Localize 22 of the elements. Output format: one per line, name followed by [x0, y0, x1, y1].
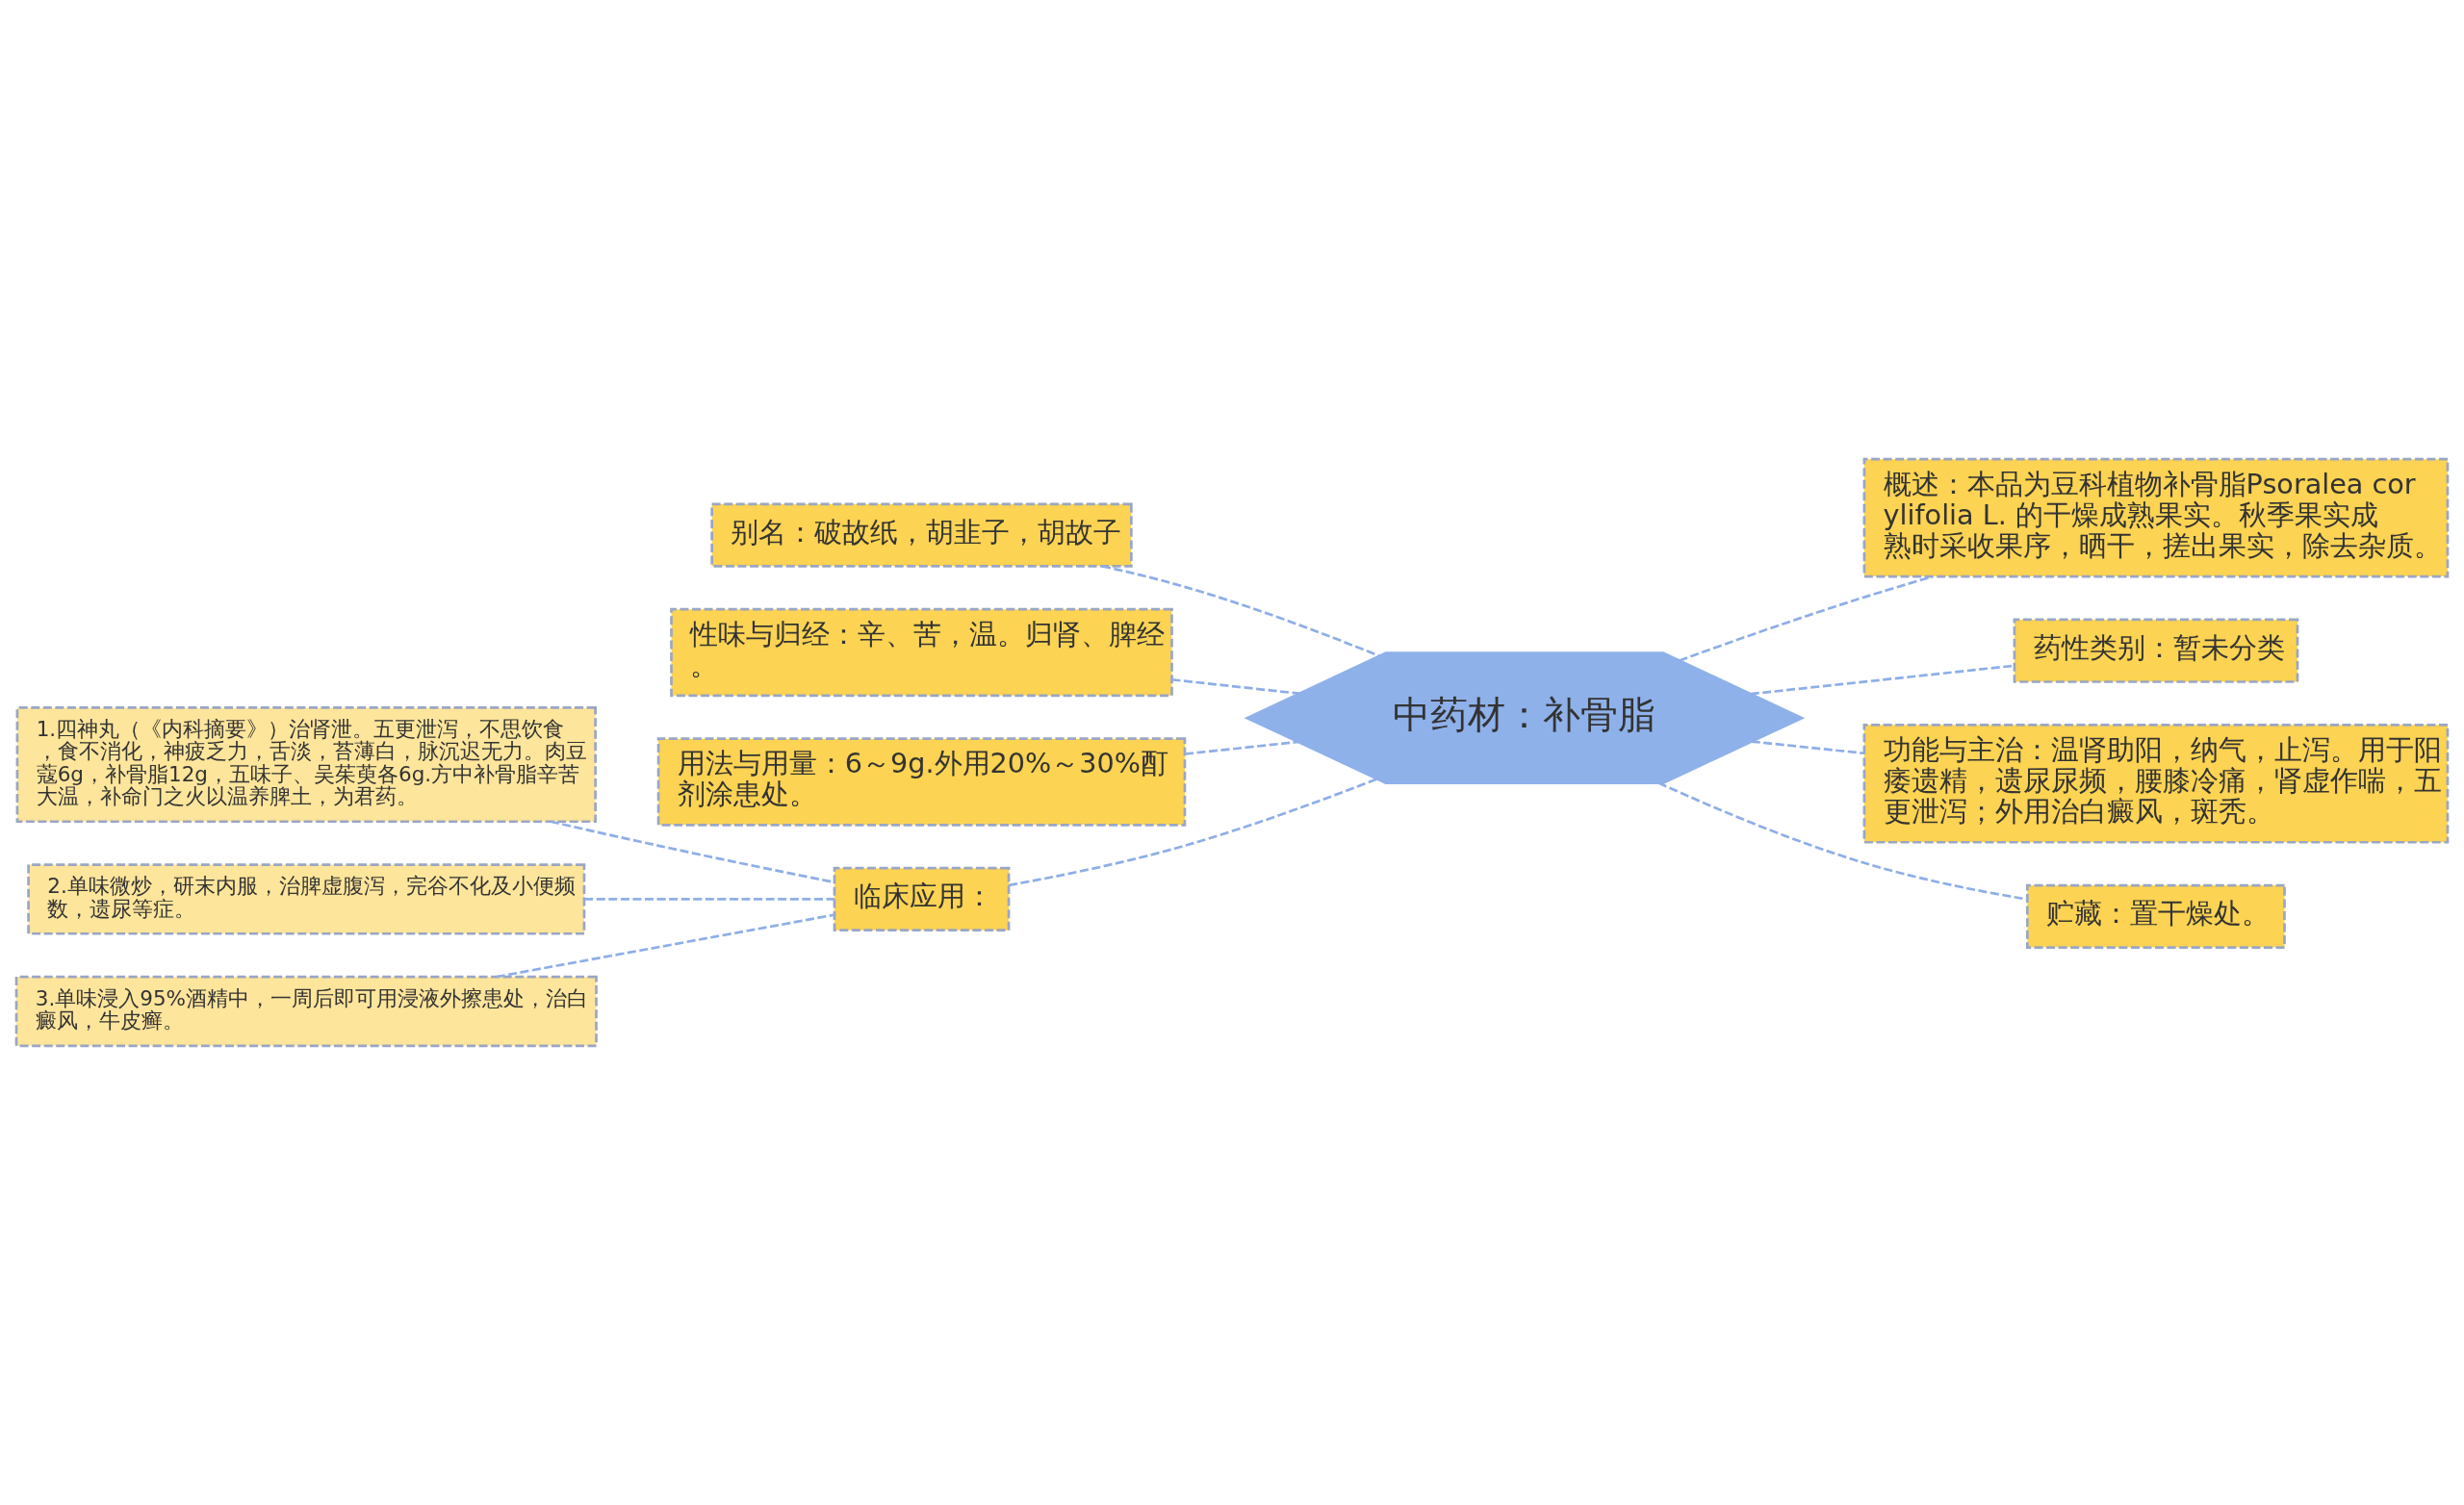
node-box: 性味与归经：辛、苦，温。归肾、脾经。: [670, 607, 1173, 698]
connector: [1679, 574, 1934, 662]
node-box: 临床应用：: [833, 866, 1011, 932]
connector: [1009, 778, 1377, 887]
connector: [1171, 677, 1299, 696]
connector: [1750, 664, 2015, 696]
node-box: 1.四神丸（《内科摘要》）治肾泄。五更泄泻，不思饮食，食不消化，神疲乏力，舌淡，苔薄白，脉沉迟无力。肉豆蔻6g，补骨脂12g，五味子、吴茱萸各6g.方中补骨脂辛苦大温，补命门之火以温养脾土，为君药。: [15, 706, 597, 824]
node-box: 别名：破故纸，胡韭子，胡故子: [710, 502, 1133, 568]
connector: [1184, 740, 1298, 755]
connector: [550, 820, 835, 884]
node-box: 功能与主治：温肾助阳，纳气，止泻。用于阳痿遗精，遗尿尿频，腰膝冷痛，肾虚作喘，五更泄泻；外用治白癜风，斑秃。: [1862, 723, 2450, 844]
connector: [1101, 565, 1380, 657]
connector: [584, 898, 834, 901]
node-box: 药性类别：暂未分类: [2013, 618, 2299, 683]
node-box: 2.单味微炒，研末内服，治脾虚腹泻，完谷不化及小便频数，遗尿等症。: [27, 863, 586, 935]
node-box: 用法与用量：6～9g.外用20%～30%酊剂涂患处。: [656, 737, 1187, 827]
node-box: 贮藏：置干燥处。: [2026, 883, 2286, 949]
node-box: 概述：本品为豆科植物补骨脂Psoralea corylifolia L. 的干燥成熟果实。秋季果实成熟时采收果序，晒干，搓出果实，除去杂质。: [1862, 457, 2450, 578]
node-box: 3.单味浸入95%酒精中，一周后即可用浸液外擦患处，治白癜风，牛皮癣。: [14, 975, 598, 1048]
connector: [1657, 781, 2028, 901]
connector: [496, 913, 834, 979]
connector: [1751, 740, 1864, 755]
